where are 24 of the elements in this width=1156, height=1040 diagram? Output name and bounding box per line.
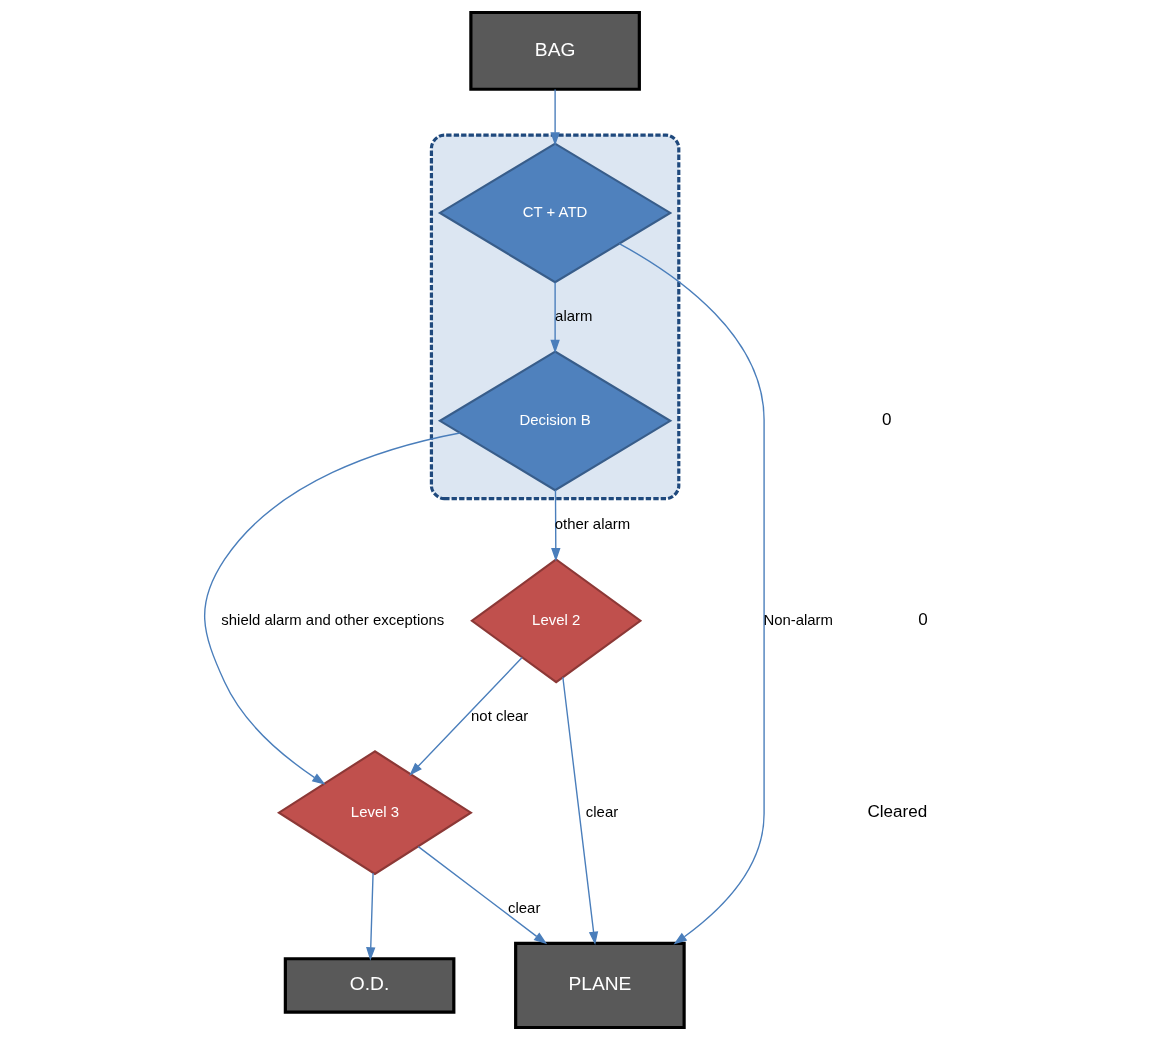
- edge-label: alarm: [555, 306, 593, 324]
- edge-label: clear: [585, 802, 619, 820]
- edge-label: clear: [508, 898, 541, 916]
- node-diamond: Level 2: [470, 558, 643, 684]
- arrow: [417, 845, 548, 945]
- edge-label: not clear: [471, 706, 529, 724]
- arrow: [550, 88, 560, 146]
- node-box: O.D.: [283, 957, 456, 1014]
- edge-label: shield alarm and other exceptions: [221, 610, 445, 628]
- node-box: PLANE: [514, 941, 686, 1030]
- label: 0: [918, 609, 928, 629]
- label: Cleared: [867, 801, 928, 821]
- node-diamond: CT + ATD: [437, 142, 673, 284]
- arrow: [204, 432, 461, 785]
- arrow: [562, 676, 599, 946]
- node-diamond: Decision B: [437, 350, 673, 492]
- arrow: [618, 242, 765, 945]
- arrow: [550, 281, 560, 354]
- node-diamond: Level 3: [277, 750, 473, 876]
- node-box: BAG: [469, 10, 641, 91]
- arrow: [409, 656, 523, 776]
- arrow: [366, 872, 376, 961]
- label: 0: [881, 409, 892, 429]
- arrow: [551, 489, 561, 562]
